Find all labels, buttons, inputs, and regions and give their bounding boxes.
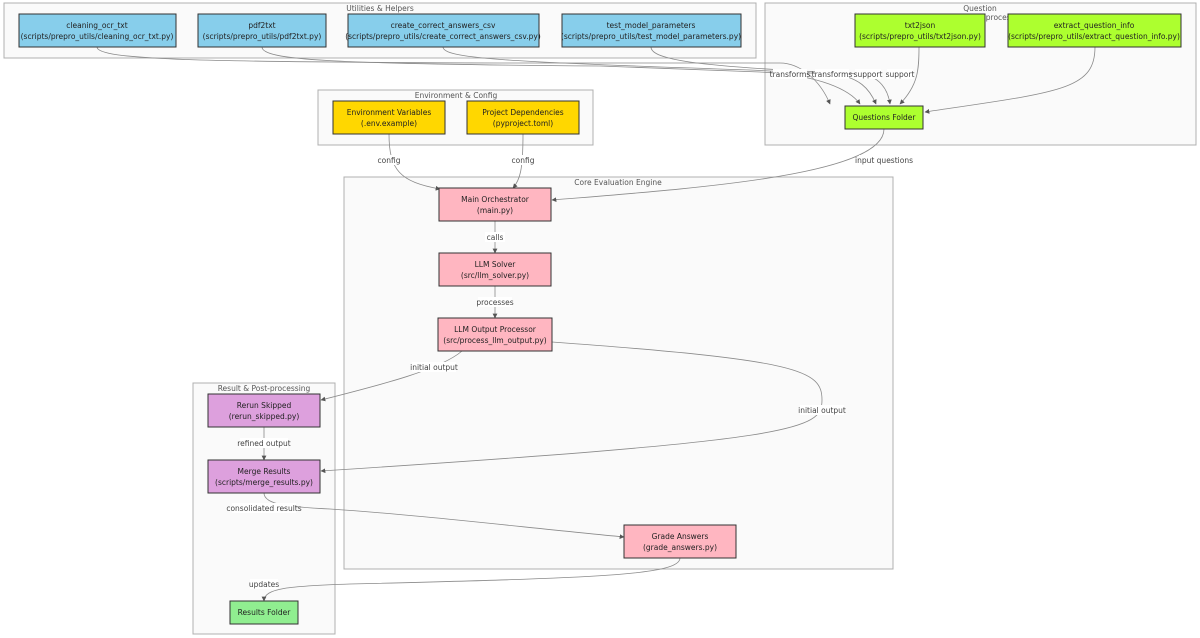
edge-label-input-questions: input questions: [855, 156, 913, 165]
cluster-core-label: Core Evaluation Engine: [574, 178, 662, 187]
node-create-csv-title: create_correct_answers_csv: [391, 21, 496, 30]
node-pdf2txt-title: pdf2txt: [248, 21, 275, 30]
edge-label-initial-output-2: initial output: [798, 406, 846, 415]
node-cleaning-ocr-txt[interactable]: cleaning_ocr_txt (scripts/prepro_utils/c…: [18, 13, 177, 48]
node-test-params-subtitle: (scripts/prepro_utils/test_model_paramet…: [561, 32, 741, 41]
node-main-subtitle: (main.py): [477, 206, 513, 215]
edge-label-transforms-1: transforms: [770, 70, 811, 79]
cluster-results-label: Result & Post-processing: [218, 384, 311, 393]
nodes: cleaning_ocr_txt (scripts/prepro_utils/c…: [18, 13, 1182, 625]
node-txt2json[interactable]: txt2json (scripts/prepro_utils/txt2json.…: [854, 13, 986, 48]
edge-label-processes: processes: [476, 298, 513, 307]
node-pdf2txt[interactable]: pdf2txt (scripts/prepro_utils/pdf2txt.py…: [197, 13, 327, 48]
edge-label-config-2: config: [512, 156, 535, 165]
edge-questions-to-main: [551, 128, 885, 203]
node-extract-info-subtitle: (scripts/prepro_utils/extract_question_i…: [1008, 32, 1180, 41]
node-test-model-parameters[interactable]: test_model_parameters (scripts/prepro_ut…: [561, 13, 742, 48]
edge-createcsv-to-questions: [442, 46, 877, 105]
node-environment-variables[interactable]: Environment Variables (.env.example): [332, 100, 446, 135]
edge-label-calls: calls: [487, 233, 504, 242]
edge-label-support-2: support: [886, 70, 915, 79]
node-questions-folder[interactable]: Questions Folder: [844, 105, 924, 130]
node-txt2json-title: txt2json: [905, 21, 936, 30]
node-results-folder[interactable]: Results Folder: [229, 600, 299, 625]
node-merge-results[interactable]: Merge Results (scripts/merge_results.py): [207, 459, 321, 494]
edge-label-initial-output-1: initial output: [410, 363, 458, 372]
node-grade-answers[interactable]: Grade Answers (grade_answers.py): [623, 524, 737, 559]
node-rerun-skipped[interactable]: Rerun Skipped (rerun_skipped.py): [207, 393, 321, 428]
edges: [96, 46, 1096, 602]
node-env-vars-subtitle: (.env.example): [361, 119, 417, 128]
edge-label-updates: updates: [249, 580, 279, 589]
node-grade-title: Grade Answers: [652, 532, 709, 541]
cluster-environment-label: Environment & Config: [415, 91, 498, 100]
node-cleaning-ocr-txt-title: cleaning_ocr_txt: [66, 21, 127, 30]
edge-labels: transforms transforms support support co…: [226, 69, 914, 589]
edge-deps-to-main: [512, 133, 524, 189]
node-llm-output-title: LLM Output Processor: [454, 325, 537, 334]
node-llm-solver[interactable]: LLM Solver (src/llm_solver.py): [438, 252, 552, 287]
node-rerun-title: Rerun Skipped: [237, 401, 292, 410]
node-env-vars-title: Environment Variables: [347, 108, 432, 117]
edge-output-to-rerun: [320, 350, 463, 402]
cluster-question-label: Question: [963, 4, 997, 13]
node-llm-solver-title: LLM Solver: [475, 260, 517, 269]
edge-label-consolidated-results: consolidated results: [226, 504, 301, 513]
edge-label-support-1: support: [854, 70, 883, 79]
node-test-params-title: test_model_parameters: [607, 21, 696, 30]
node-questions-folder-title: Questions Folder: [852, 113, 916, 122]
edge-txt2json-to-questions: [899, 46, 920, 105]
edge-label-config-1: config: [378, 156, 401, 165]
node-results-folder-title: Results Folder: [238, 608, 292, 617]
node-extract-info-title: extract_question_info: [1054, 21, 1135, 30]
node-pdf2txt-subtitle: (scripts/prepro_utils/pdf2txt.py): [203, 32, 322, 41]
node-llm-output-processor[interactable]: LLM Output Processor (src/process_llm_ou…: [437, 317, 553, 352]
node-merge-title: Merge Results: [238, 467, 291, 476]
node-merge-subtitle: (scripts/merge_results.py): [215, 478, 313, 487]
node-txt2json-subtitle: (scripts/prepro_utils/txt2json.py): [859, 32, 981, 41]
node-llm-output-subtitle: (src/process_llm_output.py): [443, 336, 547, 345]
node-main-orchestrator[interactable]: Main Orchestrator (main.py): [438, 187, 552, 222]
node-project-dependencies[interactable]: Project Dependencies (pyproject.toml): [466, 100, 580, 135]
edge-env-to-main: [388, 133, 441, 191]
node-rerun-subtitle: (rerun_skipped.py): [229, 412, 300, 421]
cluster-question-extra-label: processing: [986, 13, 1027, 22]
node-extract-question-info[interactable]: extract_question_info (scripts/prepro_ut…: [1007, 13, 1182, 48]
node-project-deps-title: Project Dependencies: [482, 108, 564, 117]
node-create-csv-subtitle: (scripts/prepro_utils/create_correct_ans…: [345, 32, 541, 41]
edge-grade-to-results: [261, 557, 681, 602]
edge-extract-to-questions: [924, 46, 1096, 114]
node-llm-solver-subtitle: (src/llm_solver.py): [461, 271, 529, 280]
edge-label-refined-output: refined output: [237, 439, 291, 448]
edge-label-transforms-2: transforms: [812, 70, 853, 79]
cluster-utilities-label: Utilities & Helpers: [346, 4, 414, 13]
node-main-title: Main Orchestrator: [461, 195, 530, 204]
node-grade-subtitle: (grade_answers.py): [643, 543, 717, 552]
node-create-correct-answers-csv[interactable]: create_correct_answers_csv (scripts/prep…: [345, 13, 541, 48]
cluster-core: Core Evaluation Engine: [343, 176, 894, 570]
edge-pdf2txt-to-questions: [261, 46, 861, 105]
node-project-deps-subtitle: (pyproject.toml): [493, 119, 553, 128]
node-cleaning-ocr-txt-subtitle: (scripts/prepro_utils/cleaning_ocr_txt.p…: [21, 32, 174, 41]
